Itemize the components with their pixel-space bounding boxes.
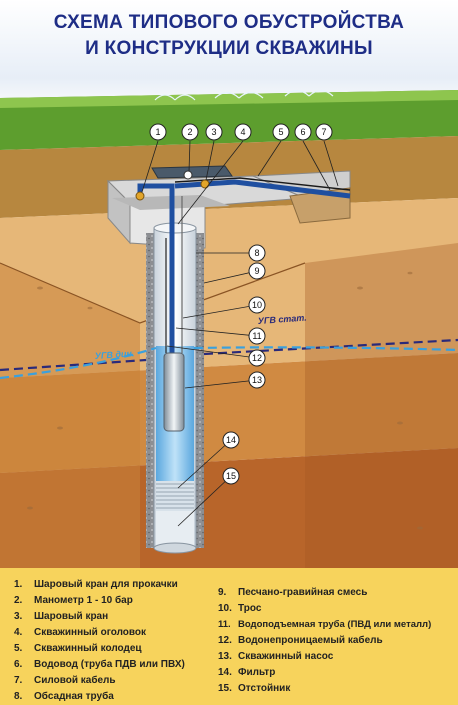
legend-item-1: 1.Шаровый кран для прокачки bbox=[14, 579, 178, 590]
trench-channel bbox=[289, 187, 351, 224]
svg-text:8: 8 bbox=[254, 248, 259, 258]
head-pipework bbox=[137, 183, 175, 196]
legend-item-4: 4.Скважинный оголовок bbox=[14, 627, 147, 638]
legend-item-6: 6.Водовод (труба ПДВ или ПВХ) bbox=[14, 659, 185, 670]
dynamic-level-label: УГВ дин. bbox=[94, 348, 134, 361]
legend-item-12: 12.Водонепроницаемый кабель bbox=[218, 635, 383, 646]
cutaway-front-face bbox=[0, 263, 140, 568]
callout-10: 10 bbox=[248, 296, 266, 314]
svg-text:1: 1 bbox=[155, 127, 160, 137]
legend-item-2: 2.Манометр 1 - 10 бар bbox=[14, 595, 133, 606]
callout-9: 9 bbox=[248, 262, 266, 280]
callout-12: 12 bbox=[248, 349, 266, 367]
well-pit-cover bbox=[151, 165, 233, 179]
svg-text:3: 3 bbox=[211, 127, 216, 137]
svg-text:11: 11 bbox=[252, 331, 261, 341]
page-title-line-1: СХЕМА ТИПОВОГО ОБУСТРОЙСТВА bbox=[53, 12, 405, 33]
svg-text:12: 12 bbox=[252, 353, 262, 363]
legend-item-8: 8.Обсадная труба bbox=[14, 691, 114, 702]
legend: 1.Шаровый кран для прокачки 2.Манометр 1… bbox=[0, 568, 458, 705]
callout-13: 13 bbox=[248, 371, 266, 389]
callout-4: 4 bbox=[234, 123, 252, 141]
callout-leaders bbox=[141, 140, 339, 527]
well-diagram: УГВ стат. УГВ дин. 1 2 3 4 5 6 7 8 bbox=[0, 78, 458, 568]
svg-text:10: 10 bbox=[252, 300, 262, 310]
svg-text:14: 14 bbox=[226, 435, 236, 445]
soil-texture bbox=[27, 271, 423, 530]
callout-3: 3 bbox=[205, 123, 223, 141]
pressure-gauge-icon bbox=[183, 170, 193, 180]
legend-item-7: 7.Силовой кабель bbox=[14, 675, 116, 686]
legend-item-9: 9.Песчано-гравийная смесь bbox=[218, 587, 368, 598]
callout-2: 2 bbox=[181, 123, 199, 141]
svg-text:7: 7 bbox=[321, 127, 326, 137]
static-level-label: УГВ стат. bbox=[257, 313, 307, 326]
svg-text:2: 2 bbox=[187, 127, 192, 137]
svg-text:5: 5 bbox=[278, 127, 283, 137]
field-grass-light bbox=[0, 90, 458, 108]
page-title-line-2: И КОНСТРУКЦИИ СКВАЖИНЫ bbox=[85, 38, 373, 59]
legend-item-10: 10.Трос bbox=[218, 603, 262, 614]
svg-text:15: 15 bbox=[226, 471, 236, 481]
submersible-pump bbox=[163, 352, 185, 432]
svg-text:6: 6 bbox=[300, 127, 305, 137]
power-cable-to-house bbox=[174, 177, 351, 191]
cutaway-floor-edge bbox=[0, 262, 306, 324]
callout-1: 1 bbox=[149, 123, 167, 141]
svg-text:9: 9 bbox=[254, 266, 259, 276]
ball-valve-icon bbox=[200, 179, 210, 189]
ball-valve-flush-icon bbox=[135, 191, 145, 201]
water-main-pipe bbox=[174, 179, 351, 199]
legend-item-14: 14.Фильтр bbox=[218, 667, 276, 678]
legend-item-3: 3.Шаровый кран bbox=[14, 611, 109, 622]
dynamic-water-level-line bbox=[0, 346, 458, 380]
callout-14: 14 bbox=[222, 431, 240, 449]
svg-text:4: 4 bbox=[240, 127, 245, 137]
casing-head bbox=[153, 222, 197, 234]
callout-7: 7 bbox=[315, 123, 333, 141]
callout-6: 6 bbox=[294, 123, 312, 141]
legend-item-5: 5.Скважинный колодец bbox=[14, 643, 142, 654]
callout-11: 11 bbox=[248, 327, 266, 345]
legend-item-15: 15.Отстойник bbox=[218, 683, 291, 694]
irrigation-sprinklers bbox=[154, 89, 334, 101]
cutaway-right-face bbox=[305, 243, 458, 568]
legend-item-11: 11.Водоподъемная труба (ПВД или металл) bbox=[218, 619, 432, 630]
callout-15: 15 bbox=[222, 467, 240, 485]
callout-8: 8 bbox=[248, 244, 266, 262]
casing-bottom bbox=[153, 542, 197, 554]
title-area: СХЕМА ТИПОВОГО ОБУСТРОЙСТВА И КОНСТРУКЦИ… bbox=[0, 0, 458, 78]
filter-section bbox=[156, 481, 194, 511]
svg-text:13: 13 bbox=[252, 375, 262, 385]
callout-5: 5 bbox=[272, 123, 290, 141]
legend-item-13: 13.Скважинный насос bbox=[218, 651, 334, 662]
static-water-level-line bbox=[0, 338, 458, 372]
